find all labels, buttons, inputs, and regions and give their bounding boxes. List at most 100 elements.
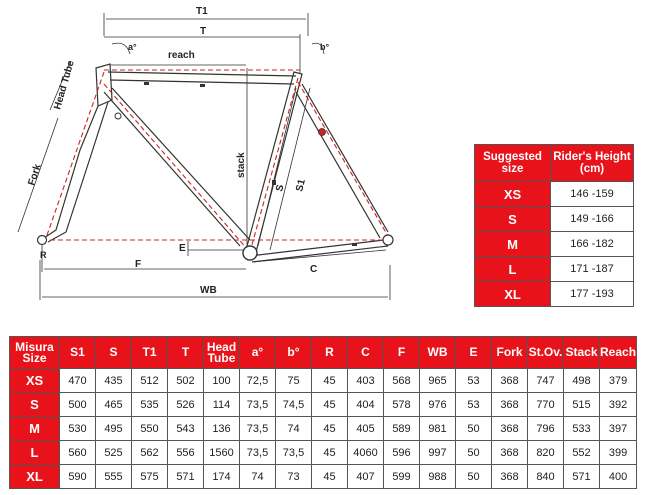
value-cell: 543: [167, 416, 204, 441]
header-misura-size: Misura Size: [9, 336, 60, 369]
header-t1: T1: [131, 336, 168, 369]
value-cell: 407: [347, 464, 384, 489]
label-a-angle: a°: [128, 42, 137, 52]
value-cell: 4060: [347, 440, 384, 465]
value-cell: 1560: [203, 440, 240, 465]
value-cell: 400: [598, 464, 638, 489]
rear-axle: [382, 234, 394, 246]
value-cell: 73,5: [239, 392, 276, 417]
value-cell: 556: [167, 440, 204, 465]
value-cell: 75: [275, 368, 312, 393]
value-cell: 512: [131, 368, 168, 393]
header-c: C: [347, 336, 384, 369]
height-cell: 171 -187: [550, 256, 634, 282]
header-s1: S1: [59, 336, 96, 369]
value-cell: 535: [131, 392, 168, 417]
label-t: T: [200, 26, 206, 37]
value-cell: 470: [59, 368, 96, 393]
value-cell: 45: [311, 368, 348, 393]
value-cell: 498: [563, 368, 600, 393]
value-cell: 560: [59, 440, 96, 465]
value-cell: 399: [598, 440, 638, 465]
size-cell: L: [474, 256, 551, 282]
dimension-lines: [17, 13, 391, 300]
table-row: S 149 -166: [474, 206, 634, 232]
bottom-bracket: [242, 245, 258, 261]
value-cell: 114: [203, 392, 240, 417]
header-head-tube: Head Tube: [203, 336, 240, 369]
label-f: F: [135, 259, 141, 270]
header-t: T: [167, 336, 204, 369]
size-cell: M: [474, 231, 551, 257]
brake-mount: [318, 128, 326, 136]
frame-details: [36, 82, 394, 261]
frame-geometry-diagram: T1 T reach a° b° Head Tube Fork stack S …: [17, 6, 394, 300]
value-cell: 74,5: [275, 392, 312, 417]
label-t1: T1: [196, 6, 208, 17]
value-cell: 136: [203, 416, 240, 441]
value-cell: 976: [419, 392, 456, 417]
geometry-table-header: Misura Size S1 S T1 T Head Tube a° b° R …: [9, 336, 638, 369]
table-row: XL 177 -193: [474, 281, 634, 307]
value-cell: 368: [491, 416, 528, 441]
value-cell: 379: [598, 368, 638, 393]
value-cell: 988: [419, 464, 456, 489]
value-cell: 45: [311, 440, 348, 465]
value-cell: 73,5: [239, 416, 276, 441]
value-cell: 74: [239, 464, 276, 489]
value-cell: 515: [563, 392, 600, 417]
value-cell: 404: [347, 392, 384, 417]
value-cell: 368: [491, 464, 528, 489]
value-cell: 73,5: [239, 440, 276, 465]
value-cell: 530: [59, 416, 96, 441]
header-e: E: [455, 336, 492, 369]
value-cell: 770: [527, 392, 564, 417]
front-axle: [36, 234, 48, 246]
value-cell: 403: [347, 368, 384, 393]
centerline-dashes: [42, 69, 389, 253]
label-fork: Fork: [26, 163, 43, 187]
header-f: F: [383, 336, 420, 369]
value-cell: 45: [311, 464, 348, 489]
value-cell: 45: [311, 416, 348, 441]
label-stack: stack: [236, 152, 247, 178]
size-cell: S: [474, 206, 551, 232]
size-cell: XL: [9, 464, 60, 489]
label-s1: S1: [294, 178, 308, 193]
value-cell: 571: [167, 464, 204, 489]
value-cell: 53: [455, 392, 492, 417]
label-e: E: [179, 243, 186, 254]
table-row: L 171 -187: [474, 256, 634, 282]
size-cell: XL: [474, 281, 551, 307]
height-cell: 146 -159: [550, 181, 634, 207]
value-cell: 820: [527, 440, 564, 465]
value-cell: 392: [598, 392, 638, 417]
value-cell: 74: [275, 416, 312, 441]
value-cell: 174: [203, 464, 240, 489]
value-cell: 100: [203, 368, 240, 393]
header-stack: Stack: [563, 336, 600, 369]
value-cell: 550: [131, 416, 168, 441]
label-reach: reach: [168, 50, 195, 61]
table-row: XS 146 -159: [474, 181, 634, 207]
value-cell: 405: [347, 416, 384, 441]
value-cell: 53: [455, 368, 492, 393]
value-cell: 397: [598, 416, 638, 441]
value-cell: 555: [95, 464, 132, 489]
value-cell: 589: [383, 416, 420, 441]
label-c: C: [310, 264, 317, 275]
value-cell: 502: [167, 368, 204, 393]
value-cell: 747: [527, 368, 564, 393]
value-cell: 50: [455, 416, 492, 441]
value-cell: 596: [383, 440, 420, 465]
value-cell: 50: [455, 464, 492, 489]
value-cell: 965: [419, 368, 456, 393]
header-suggested-size: Suggested size: [474, 144, 551, 182]
value-cell: 435: [95, 368, 132, 393]
value-cell: 500: [59, 392, 96, 417]
